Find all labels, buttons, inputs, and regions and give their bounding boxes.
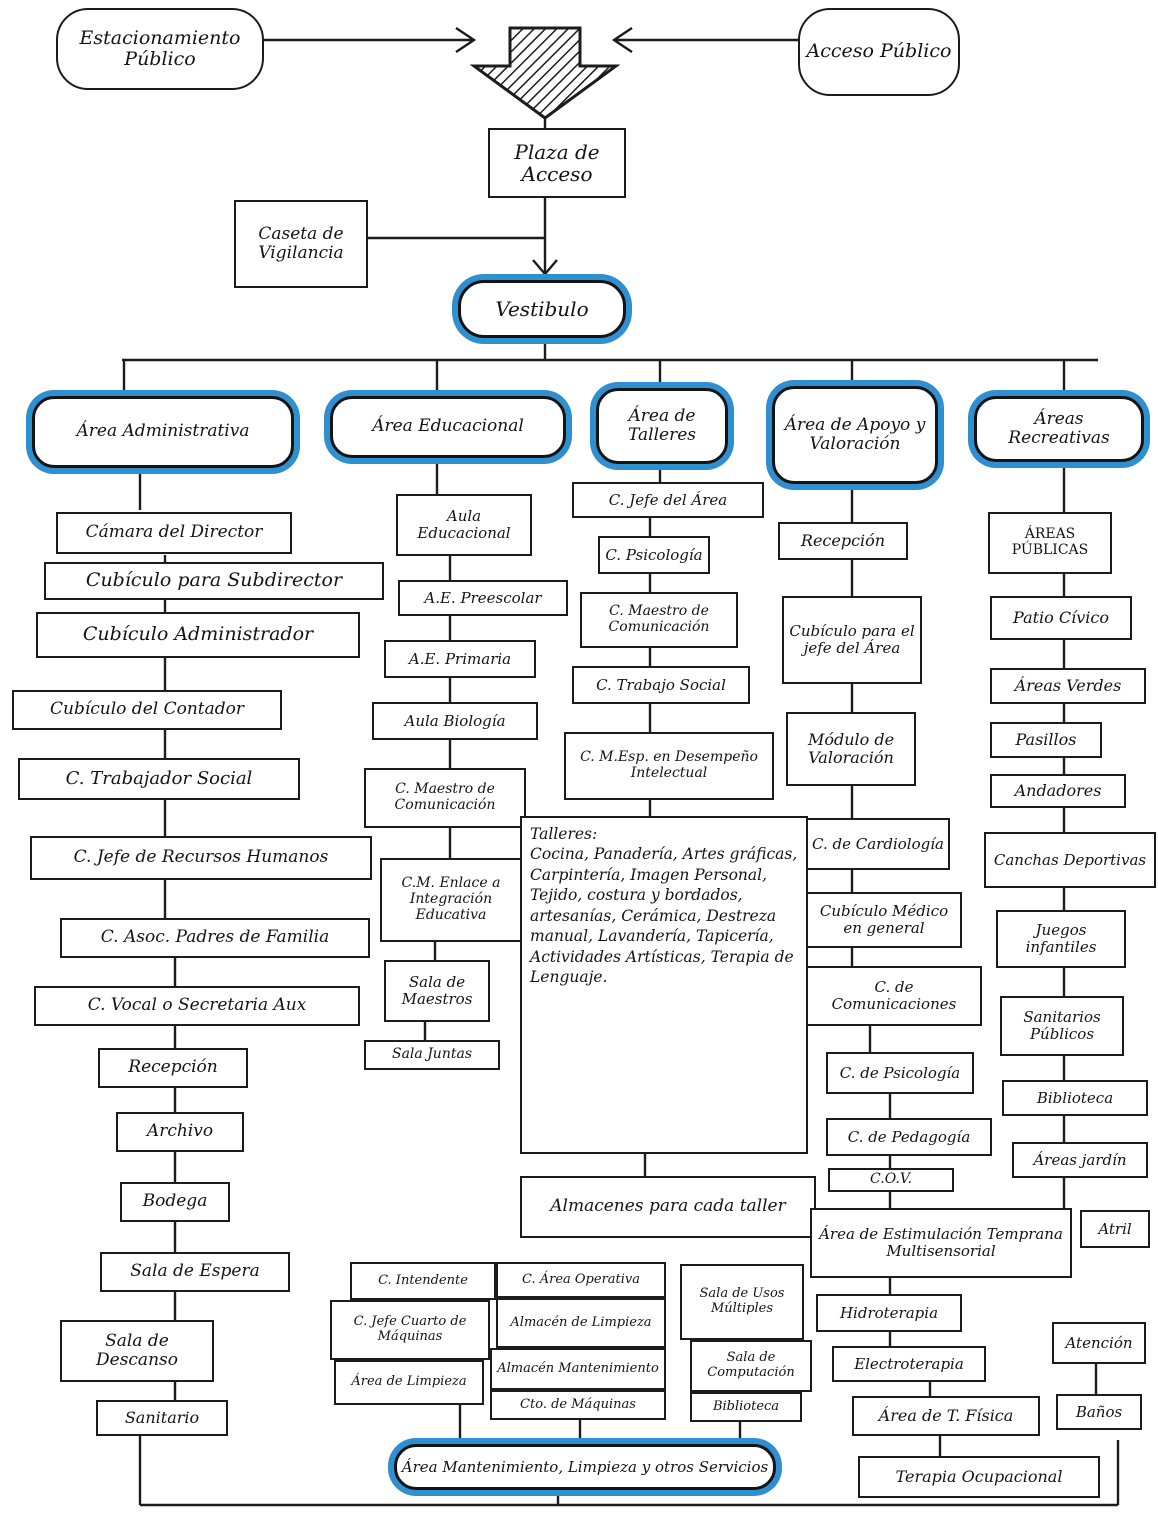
talleres-lista-body: Cocina, Panadería, Artes gráficas, Carpi… xyxy=(530,845,798,987)
educ-ae-preescolar: A.E. Preescolar xyxy=(398,580,568,616)
area-apoyo: Área de Apoyo y Valoración xyxy=(772,386,938,484)
recre-banos: Baños xyxy=(1056,1394,1142,1430)
recre-areas-verdes: Áreas Verdes xyxy=(990,668,1146,704)
admin-bodega: Bodega xyxy=(120,1182,230,1222)
mant-almacen-mantenimiento: Almacén Mantenimiento xyxy=(490,1348,666,1390)
apoyo-psicologia: C. de Psicología xyxy=(826,1052,974,1094)
recre-atencion: Atención xyxy=(1052,1322,1146,1364)
mant-cto-maquinas: Cto. de Máquinas xyxy=(490,1390,666,1420)
recre-areas-jardin: Áreas jardín xyxy=(1012,1142,1148,1178)
estacionamiento-node: Estacionamiento Público xyxy=(56,8,264,90)
educ-ae-primaria: A.E. Primaria xyxy=(384,640,536,678)
admin-sanitario: Sanitario xyxy=(96,1400,228,1436)
apoyo-estimulacion-temprana: Área de Estimulación Temprana Multisenso… xyxy=(810,1208,1072,1278)
mant-sala-usos-multiples: Sala de Usos Múltiples xyxy=(680,1264,804,1340)
area-mantenimiento: Área Mantenimiento, Limpieza y otros Ser… xyxy=(394,1444,776,1490)
educ-enlace-integracion: C.M. Enlace a Integración Educativa xyxy=(380,858,522,942)
apoyo-electroterapia: Electroterapia xyxy=(832,1346,986,1382)
educ-aula-educacional: Aula Educacional xyxy=(396,494,532,556)
recre-juegos-infantiles: Juegos infantiles xyxy=(996,910,1126,968)
apoyo-recepcion: Recepción xyxy=(778,522,908,560)
mant-intendente: C. Intendente xyxy=(350,1262,496,1300)
recre-atril: Atril xyxy=(1080,1210,1150,1248)
talleres-lista: Talleres: Cocina, Panadería, Artes gráfi… xyxy=(520,816,808,1154)
admin-jefe-rrhh: C. Jefe de Recursos Humanos xyxy=(30,836,372,880)
educ-maestro-comunicacion: C. Maestro de Comunicación xyxy=(364,768,526,828)
recre-patio-civico: Patio Cívico xyxy=(990,596,1132,640)
mant-area-operativa: C. Área Operativa xyxy=(496,1262,666,1298)
mant-jefe-cuarto-maquinas: C. Jefe Cuarto de Máquinas xyxy=(330,1300,490,1360)
recre-sanitarios-publicos: Sanitarios Públicos xyxy=(1000,996,1124,1056)
apoyo-modulo-valoracion: Módulo de Valoración xyxy=(786,712,916,786)
caseta-node: Caseta de Vigilancia xyxy=(234,200,368,288)
admin-archivo: Archivo xyxy=(116,1112,244,1152)
recre-biblioteca: Biblioteca xyxy=(1002,1080,1148,1116)
talleres-trabajo-social: C. Trabajo Social xyxy=(572,666,750,704)
apoyo-cardiologia: C. de Cardiología xyxy=(806,818,950,870)
arrowhead-right-in xyxy=(611,27,633,53)
mant-biblioteca: Biblioteca xyxy=(690,1392,802,1422)
area-administrativa: Área Administrativa xyxy=(32,396,294,468)
talleres-jefe-area: C. Jefe del Área xyxy=(572,482,764,518)
areas-recreativas: Áreas Recreativas xyxy=(974,396,1144,462)
admin-cubiculo-administrador: Cubículo Administrador xyxy=(36,612,360,658)
apoyo-terapia-ocupacional: Terapia Ocupacional xyxy=(858,1456,1100,1498)
admin-trabajador-social: C. Trabajador Social xyxy=(18,758,300,800)
plaza-node: Plaza de Acceso xyxy=(488,128,626,198)
arrowhead-left-in xyxy=(455,27,477,53)
educ-sala-juntas: Sala Juntas xyxy=(364,1040,500,1070)
talleres-psicologia: C. Psicología xyxy=(598,536,710,574)
recre-areas-publicas: ÁREAS PÚBLICAS xyxy=(988,512,1112,574)
acceso-node: Acceso Público xyxy=(798,8,960,96)
apoyo-cubiculo-jefe: Cubículo para el jefe del Área xyxy=(782,596,922,684)
apoyo-hidroterapia: Hidroterapia xyxy=(816,1294,962,1332)
recre-andadores: Andadores xyxy=(990,774,1126,808)
apoyo-comunicaciones: C. de Comunicaciones xyxy=(806,966,982,1026)
talleres-desempeno-intelectual: C. M.Esp. en Desempeño Intelectual xyxy=(564,732,774,800)
apoyo-terapia-fisica: Área de T. Física xyxy=(852,1396,1040,1436)
educ-aula-biologia: Aula Biología xyxy=(372,702,538,740)
talleres-lista-title: Talleres: xyxy=(530,825,598,843)
admin-asoc-padres: C. Asoc. Padres de Familia xyxy=(60,918,370,958)
admin-cubiculo-contador: Cubículo del Contador xyxy=(12,690,282,730)
admin-sala-descanso: Sala de Descanso xyxy=(60,1320,214,1382)
talleres-almacenes: Almacenes para cada taller xyxy=(520,1176,816,1238)
plaza-arrow-icon xyxy=(470,26,620,120)
mant-area-limpieza: Área de Limpieza xyxy=(334,1360,484,1405)
mant-almacen-limpieza: Almacén de Limpieza xyxy=(496,1298,666,1348)
educ-sala-maestros: Sala de Maestros xyxy=(384,960,490,1022)
apoyo-medico-general: Cubículo Médico en general xyxy=(806,892,962,948)
arrowhead-vestibulo xyxy=(532,259,558,276)
vestibulo-node: Vestibulo xyxy=(458,280,626,338)
area-educacional: Área Educacional xyxy=(330,396,566,458)
mant-sala-computacion: Sala de Computación xyxy=(690,1340,812,1392)
admin-recepcion: Recepción xyxy=(98,1048,248,1088)
talleres-maestro-comunicacion: C. Maestro de Comunicación xyxy=(580,592,738,648)
recre-pasillos: Pasillos xyxy=(990,722,1102,758)
recre-canchas-deportivas: Canchas Deportivas xyxy=(984,832,1156,888)
apoyo-pedagogia: C. de Pedagogía xyxy=(826,1118,992,1156)
apoyo-cov: C.O.V. xyxy=(828,1168,954,1192)
admin-camara-director: Cámara del Director xyxy=(56,512,292,554)
admin-sala-espera: Sala de Espera xyxy=(100,1252,290,1292)
admin-vocal-secretaria: C. Vocal o Secretaria Aux xyxy=(34,986,360,1026)
area-talleres: Área de Talleres xyxy=(596,388,728,464)
admin-cubiculo-subdirector: Cubículo para Subdirector xyxy=(44,562,384,600)
